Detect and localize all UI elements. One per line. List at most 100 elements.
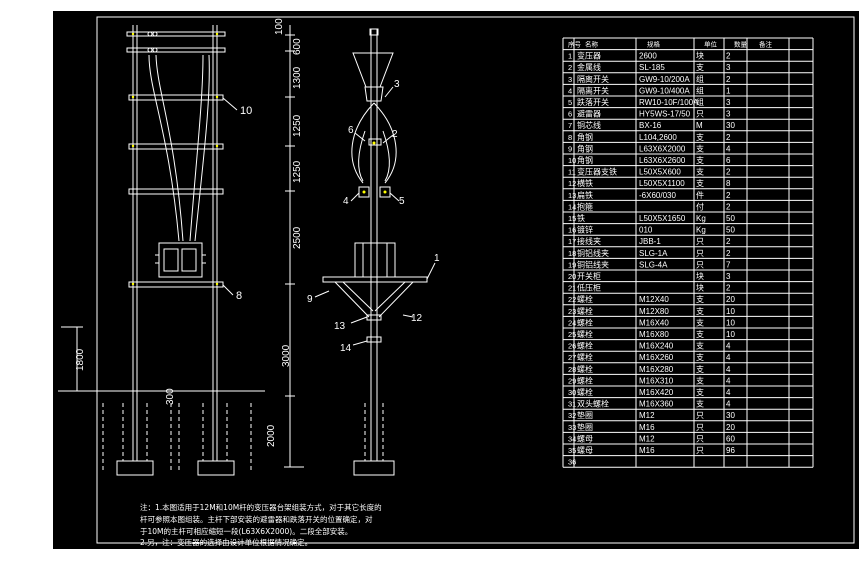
clamp-14 [366, 336, 382, 343]
spec-cell: GW9-10/200A [639, 75, 690, 84]
spec-cell: L63X6X2000 [639, 144, 686, 153]
qty-cell: 1 [726, 86, 731, 95]
drawing-sheet: 10 8 100 600 1300 1250 1250 2500 3000 20… [58, 16, 855, 544]
drawing-viewport[interactable]: 10 8 100 600 1300 1250 1250 2500 3000 20… [53, 11, 859, 549]
crossarm-10 [128, 94, 224, 101]
callout-13: 13 [334, 321, 346, 332]
name-cell: 螺栓 [577, 294, 593, 304]
note-line-3: 于10M的主杆可相应缩短一段(L63X6X2000)。二段全部安装。 [140, 526, 353, 536]
row-number-cell: 7 [568, 121, 572, 130]
row-number-cell: 31 [568, 400, 576, 409]
unit-cell: 只 [696, 237, 704, 246]
name-cell: 螺栓 [577, 306, 593, 316]
name-cell: 横铁 [577, 178, 593, 188]
qty-cell: 3 [726, 272, 731, 281]
name-cell: 垫圈 [577, 422, 593, 432]
spec-cell: JBB-1 [639, 237, 661, 246]
unit-cell: 支 [696, 399, 704, 409]
unit-cell: 组 [696, 97, 704, 107]
name-cell: 扁铁 [577, 190, 593, 200]
qty-cell: 3 [726, 63, 731, 72]
name-cell: 跌落开关 [577, 97, 609, 107]
name-cell: 角钢 [577, 155, 593, 165]
unit-cell: 支 [696, 375, 704, 385]
qty-cell: 2 [726, 284, 731, 293]
row-number-cell: 22 [568, 295, 576, 304]
spec-cell: M16 [639, 446, 655, 455]
name-cell: 螺栓 [577, 352, 593, 362]
row-number-cell: 24 [568, 318, 576, 327]
spec-cell: M16X360 [639, 400, 674, 409]
dim-2500: 2500 [292, 226, 303, 249]
callout-1: 1 [434, 253, 440, 264]
spec-cell: L63X6X2600 [639, 156, 686, 165]
row-number-cell: 1 [568, 52, 572, 61]
row-number-cell: 29 [568, 376, 576, 385]
unit-cell: 支 [696, 387, 704, 397]
qty-cell: 30 [726, 411, 735, 420]
crossarm-8 [128, 281, 224, 288]
row-number-cell: 32 [568, 411, 576, 420]
qty-cell: 4 [726, 376, 731, 385]
spec-cell: L104,2600 [639, 133, 677, 142]
drawing-border [96, 16, 855, 544]
callout-6: 6 [348, 125, 354, 136]
table-header-cell: 备注 [759, 40, 773, 49]
spec-cell: M16X80 [639, 330, 669, 339]
row-number-cell: 18 [568, 249, 576, 258]
row-number-cell: 6 [568, 110, 572, 119]
unit-cell: 块 [696, 51, 704, 61]
name-cell: 接线夹 [577, 236, 601, 246]
row-number-cell: 26 [568, 342, 576, 351]
name-cell: 隔离开关 [577, 85, 609, 95]
row-number-cell: 30 [568, 388, 576, 397]
name-cell: 双头螺栓 [577, 399, 609, 409]
spec-cell: 010 [639, 226, 653, 235]
name-cell: 变压器支铁 [577, 167, 617, 177]
qty-cell: 2 [726, 237, 731, 246]
dim-2000: 2000 [266, 424, 277, 447]
name-cell: 镀锌 [577, 225, 593, 235]
name-cell: 铜芯线 [577, 120, 601, 130]
row-number-cell: 28 [568, 365, 576, 374]
row-number-cell: 3 [568, 75, 572, 84]
row-number-cell: 9 [568, 144, 572, 153]
row-number-cell: 27 [568, 353, 576, 362]
spec-cell: GW9-10/400A [639, 86, 690, 95]
callout-2: 2 [392, 129, 398, 140]
row-number-cell: 4 [568, 86, 572, 95]
callout-10: 10 [240, 105, 252, 117]
spec-cell: 2600 [639, 52, 657, 61]
dim-1800: 1800 [75, 348, 86, 371]
qty-cell: 96 [726, 446, 735, 455]
row-number-cell: 15 [568, 214, 576, 223]
spec-cell: SLG-1A [639, 249, 668, 258]
platform [322, 276, 428, 283]
qty-cell: 6 [726, 156, 731, 165]
spec-cell: HY5WS-17/50 [639, 110, 691, 119]
unit-cell: 支 [696, 178, 704, 188]
unit-cell: 组 [696, 74, 704, 84]
callout-12: 12 [411, 313, 423, 324]
table-header-cell: 名称 [585, 40, 599, 49]
name-cell: 螺栓 [577, 375, 593, 385]
clamp-13 [366, 314, 382, 321]
qty-cell: 30 [726, 121, 735, 130]
row-number-cell: 2 [568, 63, 572, 72]
spec-cell: L50X5X1650 [639, 214, 686, 223]
spec-cell: -6X60/030 [639, 191, 676, 200]
side-foundation [353, 460, 395, 476]
unit-cell: 支 [696, 306, 704, 316]
qty-cell: 7 [726, 260, 731, 269]
crossarm-top [126, 31, 226, 37]
transformer-side [354, 242, 396, 278]
side-view-assembly [314, 28, 436, 476]
unit-cell: 支 [696, 62, 704, 72]
qty-cell: 2 [726, 191, 731, 200]
unit-cell: 只 [696, 260, 704, 269]
callout-4: 4 [343, 196, 349, 207]
transformer [158, 242, 203, 278]
fuse-left [358, 186, 370, 198]
callout-8: 8 [236, 290, 242, 302]
